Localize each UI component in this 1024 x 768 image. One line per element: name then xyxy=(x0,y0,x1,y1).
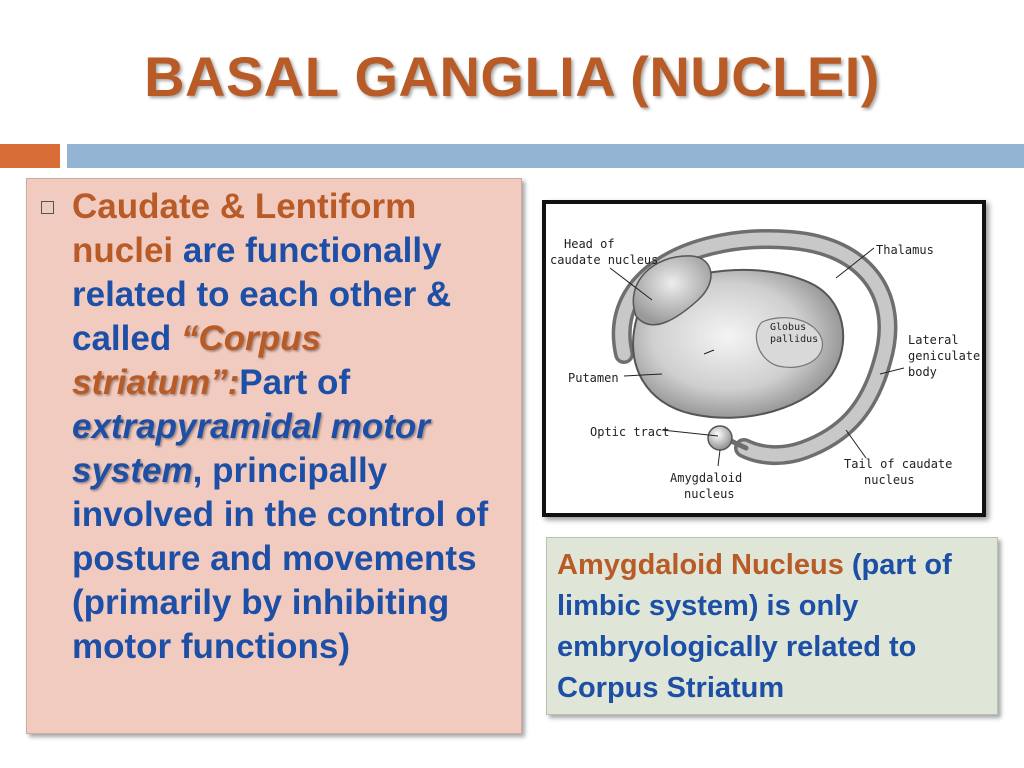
caudate-term: Caudate xyxy=(72,187,211,226)
label-amygdaloid-1: Amygdaloid xyxy=(670,471,742,485)
lentiform-term: Lentiform xyxy=(254,187,417,226)
left-paragraph: Caudate & Lentiform nuclei are functiona… xyxy=(72,185,517,669)
slide-title: BASAL GANGLIA (NUCLEI) xyxy=(144,45,880,108)
label-lateral-geniculate-1: Lateral xyxy=(908,333,959,347)
label-head-of-caudate-1: Head of xyxy=(564,237,615,251)
accent-bar-orange xyxy=(0,144,60,168)
label-tail-of-caudate-2: nucleus xyxy=(864,473,915,487)
amygdaloid-ball xyxy=(707,425,733,451)
label-globus-pallidus-2: pallidus xyxy=(770,334,818,345)
right-text-panel: Amygdaloid Nucleus (part of limbic syste… xyxy=(546,537,998,715)
function-text: , principally involved in the control of… xyxy=(72,451,489,666)
corpus-striatum-term: “Corpus striatum”: xyxy=(72,319,321,402)
right-paragraph: Amygdaloid Nucleus (part of limbic syste… xyxy=(557,545,993,709)
basal-ganglia-drawing: Head of caudate nucleus Thalamus Globus … xyxy=(550,229,980,501)
accent-bar-blue xyxy=(67,144,1024,168)
globus-pallidus-shape xyxy=(755,317,823,368)
label-amygdaloid-2: nucleus xyxy=(684,487,735,501)
left-text-panel: Caudate & Lentiform nuclei are functiona… xyxy=(26,178,522,734)
label-globus-pallidus-1: Globus xyxy=(770,322,806,333)
relation-text: are functionally related to each other &… xyxy=(72,231,452,358)
label-thalamus: Thalamus xyxy=(876,243,934,257)
label-lateral-geniculate-2: geniculate xyxy=(908,349,980,363)
label-optic-tract: Optic tract xyxy=(590,425,669,439)
square-bullet-icon xyxy=(41,201,54,214)
label-head-of-caudate-2: caudate nucleus xyxy=(550,253,658,267)
label-tail-of-caudate-1: Tail of caudate xyxy=(844,457,952,471)
amygdaloid-term: Amygdaloid Nucleus xyxy=(557,549,844,581)
label-lateral-geniculate-3: body xyxy=(908,365,937,379)
label-putamen: Putamen xyxy=(568,371,619,385)
extrapyramidal-term: extrapyramidal motor system xyxy=(72,407,430,490)
amygdaloid-description: (part of limbic system) is only embryolo… xyxy=(557,549,952,704)
ampersand: & xyxy=(210,187,255,226)
caudate-head-shape xyxy=(632,255,712,326)
nuclei-term: nuclei xyxy=(72,231,174,270)
part-of-text: Part of xyxy=(239,363,351,402)
basal-ganglia-illustration: Head of caudate nucleus Thalamus Globus … xyxy=(542,200,986,517)
